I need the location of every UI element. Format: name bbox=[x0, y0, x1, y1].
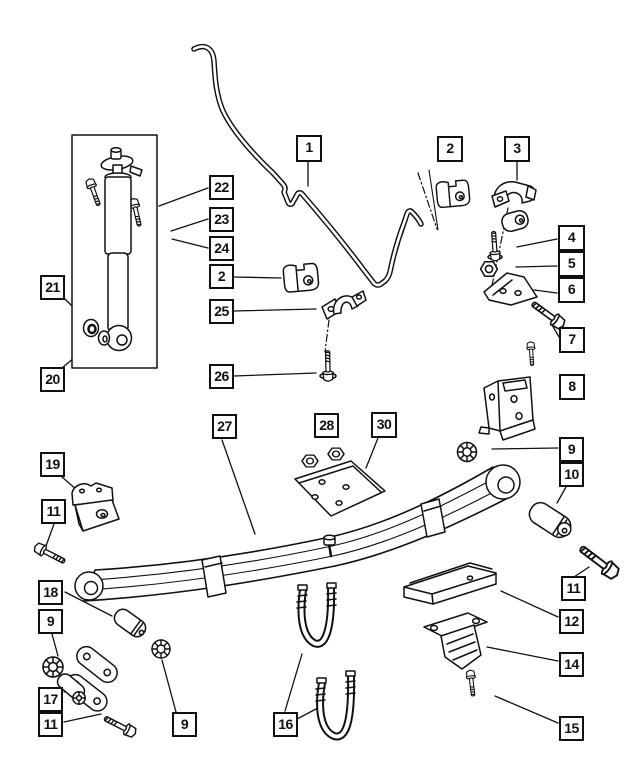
callout-24: 24 bbox=[209, 236, 234, 261]
callout-20: 20 bbox=[40, 367, 65, 392]
link-nut-drawing bbox=[479, 260, 499, 278]
callout-23: 23 bbox=[209, 207, 234, 232]
callout-2-top: 2 bbox=[437, 136, 463, 162]
stabilizer-bushing-right-drawing bbox=[435, 178, 471, 209]
callout-9-bottom: 9 bbox=[172, 712, 197, 737]
tie-plate-drawing bbox=[294, 460, 386, 517]
spring-center-bolt bbox=[323, 534, 336, 558]
callout-5: 5 bbox=[558, 251, 585, 277]
leaf-spring-drawing bbox=[74, 464, 521, 602]
shock-grommet bbox=[97, 330, 111, 346]
callout-28: 28 bbox=[314, 413, 339, 438]
callout-10: 10 bbox=[559, 462, 584, 487]
callout-15: 15 bbox=[559, 716, 584, 741]
callout-3: 3 bbox=[504, 136, 530, 162]
link-bracket-drawing bbox=[483, 272, 538, 306]
bumper-bracket-drawing bbox=[423, 612, 488, 670]
frame-bracket-drawing bbox=[478, 376, 536, 441]
link-bolt-drawing bbox=[487, 230, 503, 262]
callout-12: 12 bbox=[559, 609, 584, 634]
u-bolt-lower-drawing bbox=[315, 670, 356, 741]
callout-1: 1 bbox=[296, 135, 322, 162]
stabilizer-link-drawing bbox=[491, 181, 537, 233]
callout-22: 22 bbox=[209, 175, 234, 200]
stabilizer-bar-drawing bbox=[191, 43, 424, 288]
centerline-marks bbox=[324, 172, 509, 353]
shackle-nut-left-drawing bbox=[42, 656, 64, 678]
callout-6: 6 bbox=[558, 277, 585, 303]
clamp-bolt-drawing bbox=[319, 350, 337, 383]
callout-4: 4 bbox=[558, 225, 585, 251]
flange-nut-center-drawing bbox=[456, 441, 478, 463]
small-bolt-drawing bbox=[525, 340, 537, 367]
front-hanger-bolt-drawing bbox=[31, 540, 68, 568]
callout-9-left: 9 bbox=[38, 609, 63, 634]
u-bolt-upper-drawing bbox=[296, 582, 337, 648]
callout-17: 17 bbox=[38, 687, 63, 712]
shackle-drawing bbox=[56, 645, 118, 712]
callout-30: 30 bbox=[371, 412, 397, 438]
callout-9-right: 9 bbox=[559, 437, 584, 462]
callout-2-left: 2 bbox=[209, 264, 234, 289]
spring-clip-rear bbox=[420, 498, 446, 538]
rear-bushing-drawing bbox=[528, 501, 572, 539]
callout-19: 19 bbox=[40, 452, 65, 477]
shock-absorber-drawing bbox=[71, 134, 158, 369]
callout-11-rear: 11 bbox=[561, 576, 586, 601]
shackle-bolt-drawing bbox=[101, 712, 139, 740]
callout-16: 16 bbox=[273, 712, 298, 737]
front-hanger-bracket-drawing bbox=[71, 482, 120, 532]
tie-plate-nuts-drawing bbox=[301, 447, 345, 468]
callout-7: 7 bbox=[559, 327, 585, 353]
spring-plate-drawing bbox=[403, 562, 497, 605]
bumper-screw-drawing bbox=[464, 669, 479, 697]
front-bushing-drawing bbox=[113, 608, 147, 638]
callout-25: 25 bbox=[209, 299, 234, 324]
callout-14: 14 bbox=[559, 652, 584, 677]
callout-11-front: 11 bbox=[41, 499, 66, 524]
callout-8: 8 bbox=[559, 374, 585, 400]
stabilizer-clamp-drawing bbox=[321, 290, 367, 320]
stabilizer-bushing-left-drawing bbox=[282, 262, 320, 294]
shackle-nut-right-drawing bbox=[151, 639, 171, 659]
callout-21: 21 bbox=[40, 275, 65, 300]
callout-27: 27 bbox=[212, 414, 237, 439]
callout-26: 26 bbox=[209, 364, 234, 389]
callout-11-shackle: 11 bbox=[38, 712, 63, 737]
pointer-arrow bbox=[428, 169, 439, 231]
callout-18: 18 bbox=[38, 580, 63, 605]
